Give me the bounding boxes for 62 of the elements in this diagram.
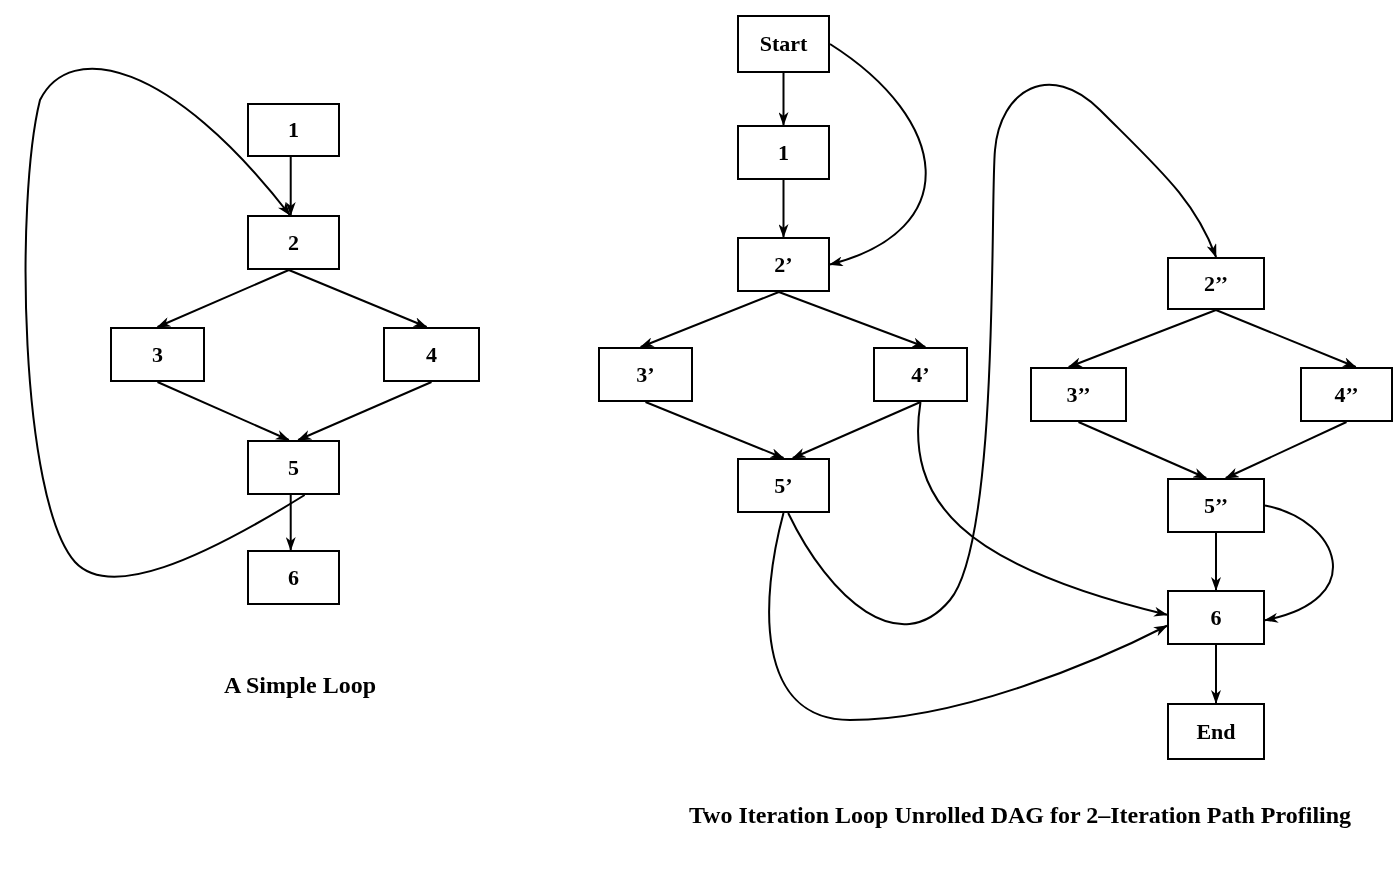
node-label: 5 — [288, 456, 299, 479]
arrow — [917, 401, 1168, 617]
arrow — [768, 512, 1168, 721]
process-box — [737, 15, 830, 73]
process-box — [247, 103, 340, 157]
node-label: 1 — [778, 141, 789, 164]
process-box — [1167, 703, 1265, 760]
arrow — [1067, 309, 1217, 368]
arrow — [297, 381, 433, 441]
process-box — [247, 440, 340, 495]
node-label: 2’ — [774, 253, 793, 276]
arrow — [644, 401, 785, 459]
process-box — [873, 347, 968, 402]
node-label: 5’ — [774, 474, 793, 497]
node-label: 2’’ — [1204, 272, 1228, 295]
process-box — [247, 550, 340, 605]
arrow — [285, 494, 296, 551]
node-label: 5’’ — [1204, 494, 1228, 517]
arrow — [1224, 421, 1348, 479]
process-box — [110, 327, 205, 382]
node-label: 6 — [288, 566, 299, 589]
arrow — [156, 381, 290, 441]
node-label: 1 — [288, 119, 299, 141]
process-box — [1030, 367, 1127, 422]
process-box — [737, 125, 830, 180]
process-box — [1167, 590, 1265, 645]
node-label: Start — [759, 33, 808, 55]
arrow — [24, 67, 306, 578]
arrow — [1215, 309, 1357, 368]
process-box — [1167, 257, 1265, 310]
arrow — [791, 401, 922, 459]
process-box — [737, 458, 830, 513]
node-label: 2 — [288, 231, 299, 254]
arrow — [778, 72, 789, 126]
process-box — [1167, 478, 1265, 533]
node-label: 4’’ — [1334, 383, 1359, 406]
caption: A Simple Loop — [222, 671, 377, 700]
node-label: 4 — [426, 343, 437, 366]
node-label: 3 — [152, 343, 163, 366]
arrow — [1211, 644, 1221, 704]
arrow — [778, 179, 789, 238]
process-box — [247, 215, 340, 270]
arrow — [829, 43, 927, 266]
arrow — [787, 83, 1217, 625]
caption: Two Iteration Loop Unrolled DAG for 2–Iteration Path Profiling — [687, 801, 1353, 830]
arrow — [285, 156, 296, 216]
arrow — [1077, 421, 1208, 479]
process-box — [383, 327, 480, 382]
arrow — [639, 291, 780, 348]
process-box — [598, 347, 693, 402]
node-label: 6 — [1210, 606, 1222, 629]
process-box — [737, 237, 830, 292]
arrow — [287, 269, 428, 328]
arrow — [1211, 532, 1221, 591]
node-label: End — [1196, 720, 1236, 743]
arrow — [156, 269, 290, 328]
node-label: 3’ — [636, 363, 655, 386]
node-label: 4’ — [911, 363, 930, 386]
process-box — [1300, 367, 1393, 422]
arrow — [1264, 504, 1334, 622]
node-label: 3’’ — [1066, 383, 1091, 406]
arrow — [777, 291, 927, 348]
